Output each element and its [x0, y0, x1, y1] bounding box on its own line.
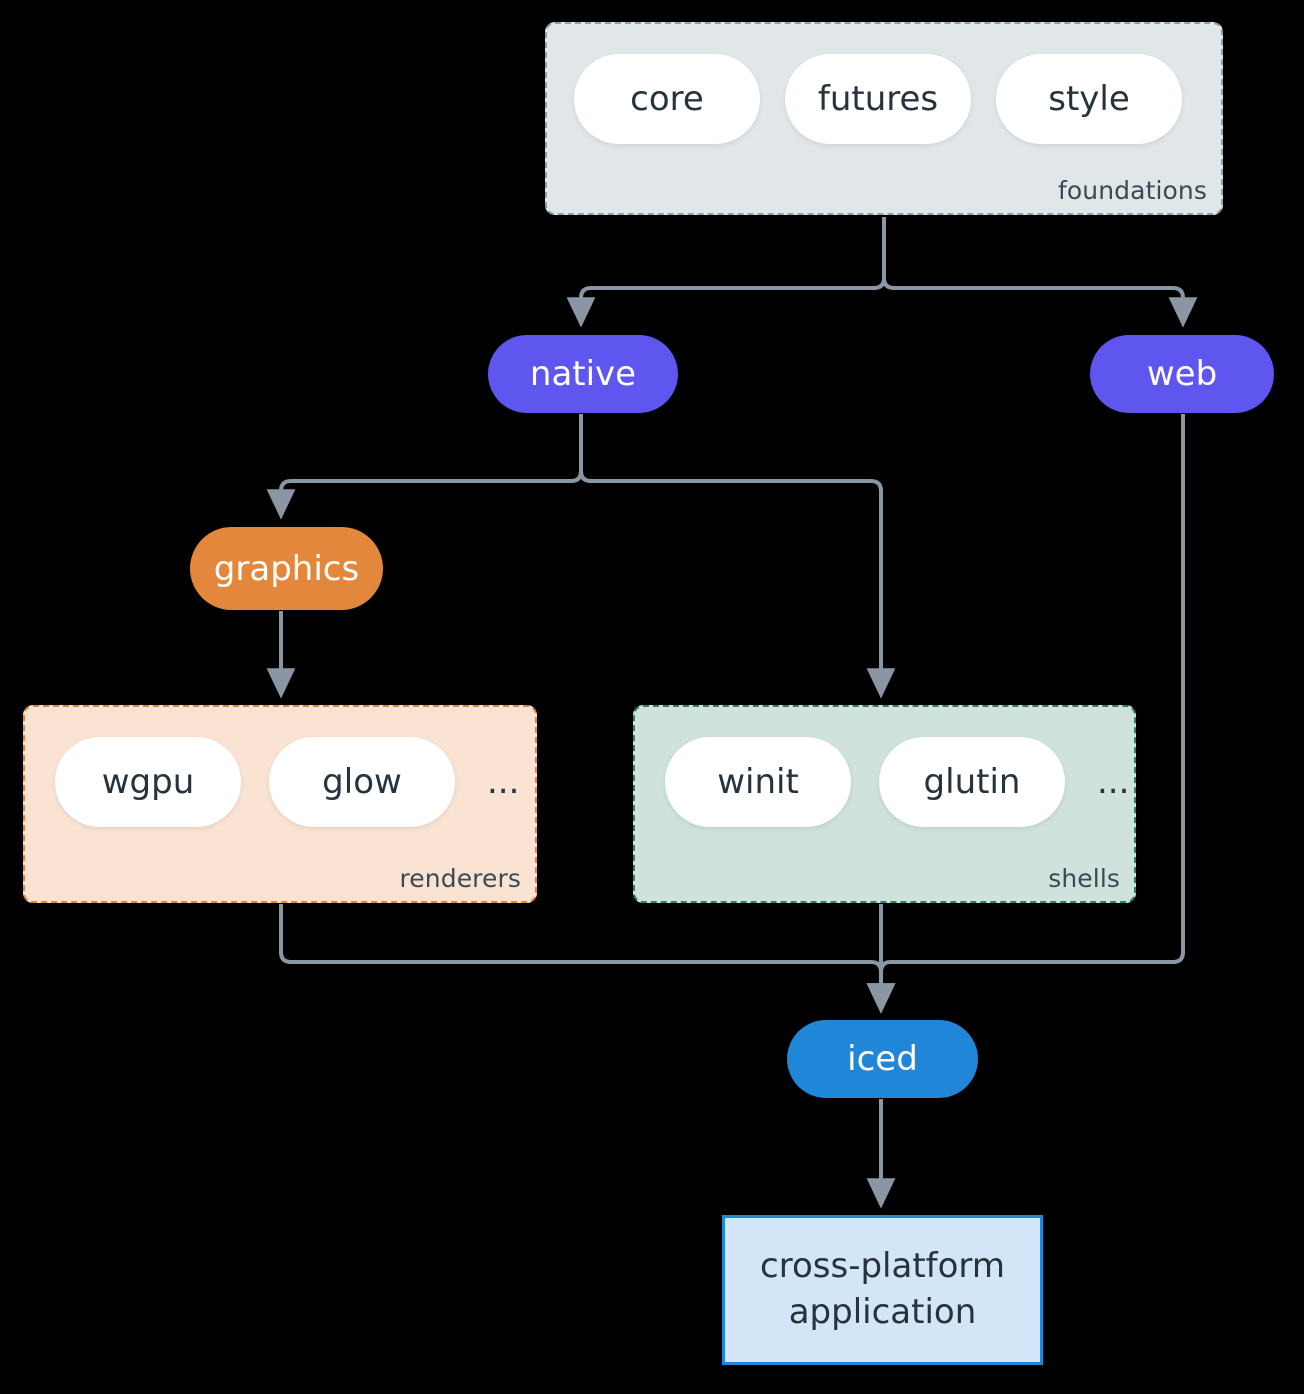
- group-shells-label: shells: [1048, 864, 1120, 893]
- node-iced[interactable]: iced: [787, 1020, 978, 1098]
- application-label-line2: application: [788, 1292, 977, 1332]
- pill-style[interactable]: style: [996, 54, 1182, 144]
- pill-winit[interactable]: winit: [665, 737, 851, 827]
- edge-native-shells: [579, 414, 896, 699]
- group-renderers: wgpu glow ... renderers: [23, 705, 537, 903]
- node-cross-platform-application[interactable]: cross-platform application: [722, 1215, 1043, 1365]
- group-foundations-label: foundations: [1058, 176, 1207, 205]
- node-web[interactable]: web: [1090, 335, 1274, 413]
- renderers-more-label: ...: [487, 762, 520, 802]
- group-foundations-items: core futures style: [547, 54, 1182, 144]
- group-foundations: core futures style foundations: [545, 22, 1223, 215]
- edge-foundations-web: [882, 217, 1198, 328]
- edge-native-graphics: [266, 414, 583, 520]
- edge-foundations-native: [566, 217, 886, 328]
- shells-more-label: ...: [1097, 762, 1130, 802]
- group-shells: winit glutin ... shells: [633, 705, 1136, 903]
- group-shells-items: winit glutin ...: [635, 737, 1129, 827]
- pill-wgpu[interactable]: wgpu: [55, 737, 241, 827]
- edge-renderers-iced: [279, 904, 896, 1014]
- node-native[interactable]: native: [488, 335, 678, 413]
- pill-glutin[interactable]: glutin: [879, 737, 1065, 827]
- application-label-line1: cross-platform: [760, 1246, 1005, 1287]
- pill-core[interactable]: core: [574, 54, 760, 144]
- node-graphics[interactable]: graphics: [190, 527, 383, 610]
- pill-futures[interactable]: futures: [785, 54, 971, 144]
- pill-glow[interactable]: glow: [269, 737, 455, 827]
- group-renderers-items: wgpu glow ...: [25, 737, 519, 827]
- group-renderers-label: renderers: [399, 864, 521, 893]
